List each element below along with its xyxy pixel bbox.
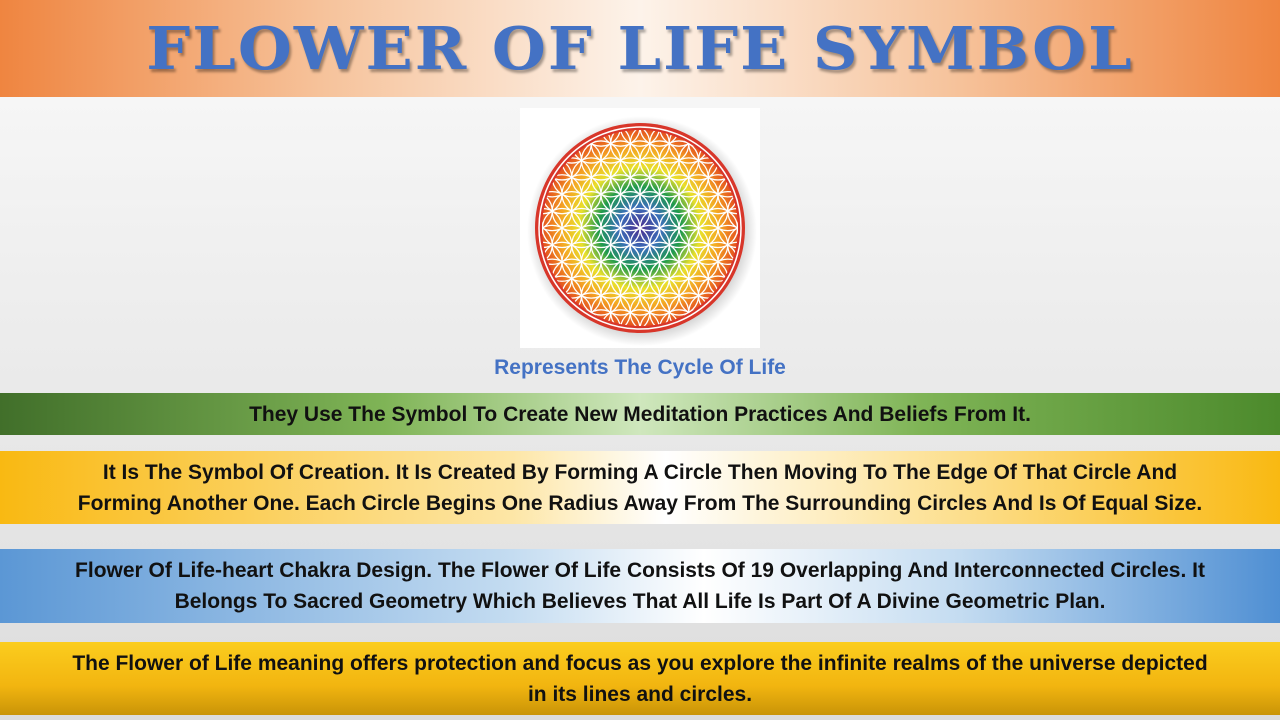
pattern-circle [619,130,661,147]
band-text-line1: It Is The Symbol Of Creation. It Is Crea… [102,460,1178,484]
info-band-meditation: They Use The Symbol To Create New Medita… [0,393,1280,435]
page-title: FLOWER OF LIFE SYMBOL [146,13,1134,84]
info-band-heart-chakra: Flower Of Life-heart Chakra Design. The … [0,549,1280,623]
pattern-circle [658,309,700,326]
band-text: They Use The Symbol To Create New Medita… [249,402,1031,426]
info-band-meaning: The Flower of Life meaning offers protec… [0,642,1280,715]
band-text-line2: in its lines and circles. [527,682,753,706]
pattern-circle [600,130,641,147]
info-band-creation: It Is The Symbol Of Creation. It Is Crea… [0,451,1280,524]
pattern-circle [600,309,641,326]
pattern-circle [639,309,680,326]
band-text-line1: Flower Of Life-heart Chakra Design. The … [75,559,1205,582]
flower-of-life-icon [527,116,757,346]
band-text-line2: Forming Another One. Each Circle Begins … [77,491,1203,515]
pattern-circle [580,309,622,326]
band-text-line2: Belongs To Sacred Geometry Which Believe… [174,590,1106,613]
pattern-circle [619,309,661,326]
pattern-circle [639,130,680,147]
image-caption: Represents The Cycle Of Life [494,356,786,379]
pattern-circle [658,130,700,147]
flower-of-life-image [520,108,760,348]
band-text-line1: The Flower of Life meaning offers protec… [72,651,1208,675]
header-banner: FLOWER OF LIFE SYMBOL [0,0,1280,97]
pattern-circle [580,130,622,147]
